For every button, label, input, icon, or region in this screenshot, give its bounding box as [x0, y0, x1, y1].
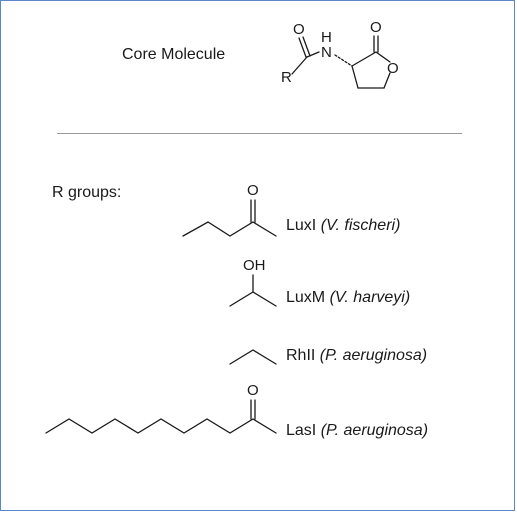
core-lactone-carbonyl-o: O — [370, 19, 382, 36]
ring-bond-cc-o — [383, 72, 391, 89]
luxm-name: LuxM — [286, 289, 326, 306]
luxi-label: LuxI (V. fischeri) — [286, 217, 400, 235]
r-groups-label: R groups: — [52, 184, 122, 201]
core-bond-c-o-1 — [298, 37, 307, 58]
ring-bond-cd-ca — [351, 51, 377, 67]
luxi-chain — [182, 221, 277, 237]
lasi-label: LasI (P. aeruginosa) — [286, 422, 428, 440]
core-bond-r-c — [291, 56, 308, 75]
core-bond-n-ca — [334, 54, 353, 67]
rhii-chain — [229, 349, 277, 365]
lasi-organism: (P. aeruginosa) — [320, 422, 429, 439]
lasi-name: LasI — [286, 422, 317, 439]
luxm-chain — [229, 291, 277, 307]
core-bond-c-n — [306, 51, 320, 58]
core-r-symbol: R — [281, 69, 292, 86]
ring-bond-ca-cb — [351, 65, 359, 89]
lasi-o-label: O — [247, 382, 259, 399]
core-amide-h: H — [321, 29, 332, 46]
core-amide-n: N — [321, 44, 332, 61]
ring-bond-o-cd — [375, 51, 391, 63]
core-molecule-label: Core Molecule — [122, 46, 226, 63]
luxm-label: LuxM (V. harveyi) — [286, 289, 410, 307]
core-ring-o: O — [387, 60, 399, 77]
luxm-organism: (V. harveyi) — [329, 289, 411, 306]
luxi-o-label: O — [247, 182, 259, 199]
core-carbonyl-o: O — [293, 21, 305, 38]
rhii-organism: (P. aeruginosa) — [319, 347, 428, 364]
rhii-name: RhII — [286, 347, 316, 364]
luxm-oh-label: OH — [243, 257, 266, 274]
luxi-name: LuxI — [286, 217, 317, 234]
luxi-organism: (V. fischeri) — [320, 217, 401, 234]
lasi-chain — [45, 418, 277, 434]
separator-line — [57, 133, 462, 134]
rhii-label: RhII (P. aeruginosa) — [286, 347, 427, 365]
core-bond-c-o-2 — [302, 36, 311, 57]
